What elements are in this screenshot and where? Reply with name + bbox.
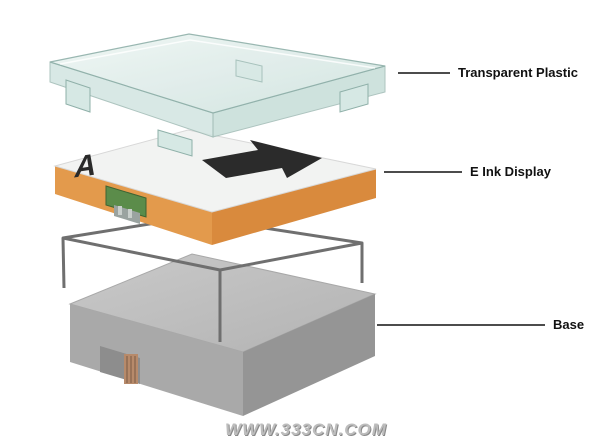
- watermark-text: WWW.333CN.COM: [225, 420, 387, 439]
- base-connector: [100, 346, 140, 384]
- eink-display-module: A: [53, 129, 377, 245]
- arrow-icon: [202, 140, 322, 178]
- base-block: [68, 253, 377, 416]
- label-transparent-plastic: Transparent Plastic: [458, 65, 578, 80]
- label-eink-display: E Ink Display: [470, 164, 551, 179]
- transparent-plastic-cover: [49, 33, 386, 157]
- label-base: Base: [553, 317, 585, 332]
- display-flex-connector: [105, 185, 147, 224]
